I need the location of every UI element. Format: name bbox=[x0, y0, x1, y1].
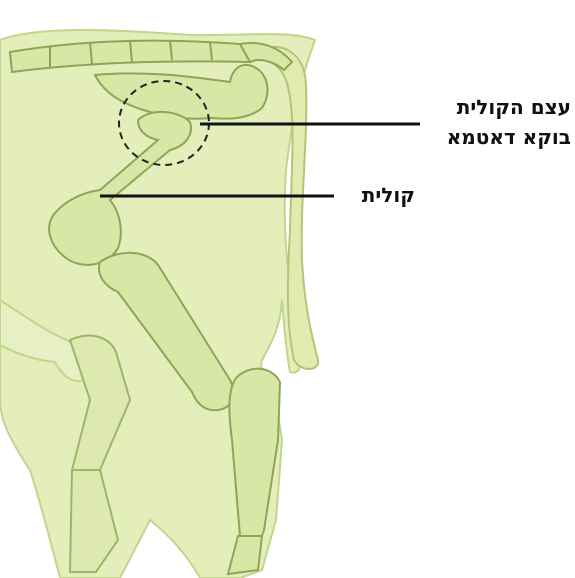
label-hip-socket: בוקא דאטמא bbox=[447, 124, 571, 150]
label-femur: קולית bbox=[362, 182, 415, 208]
label-femur-head: עצם הקולית bbox=[457, 94, 571, 120]
